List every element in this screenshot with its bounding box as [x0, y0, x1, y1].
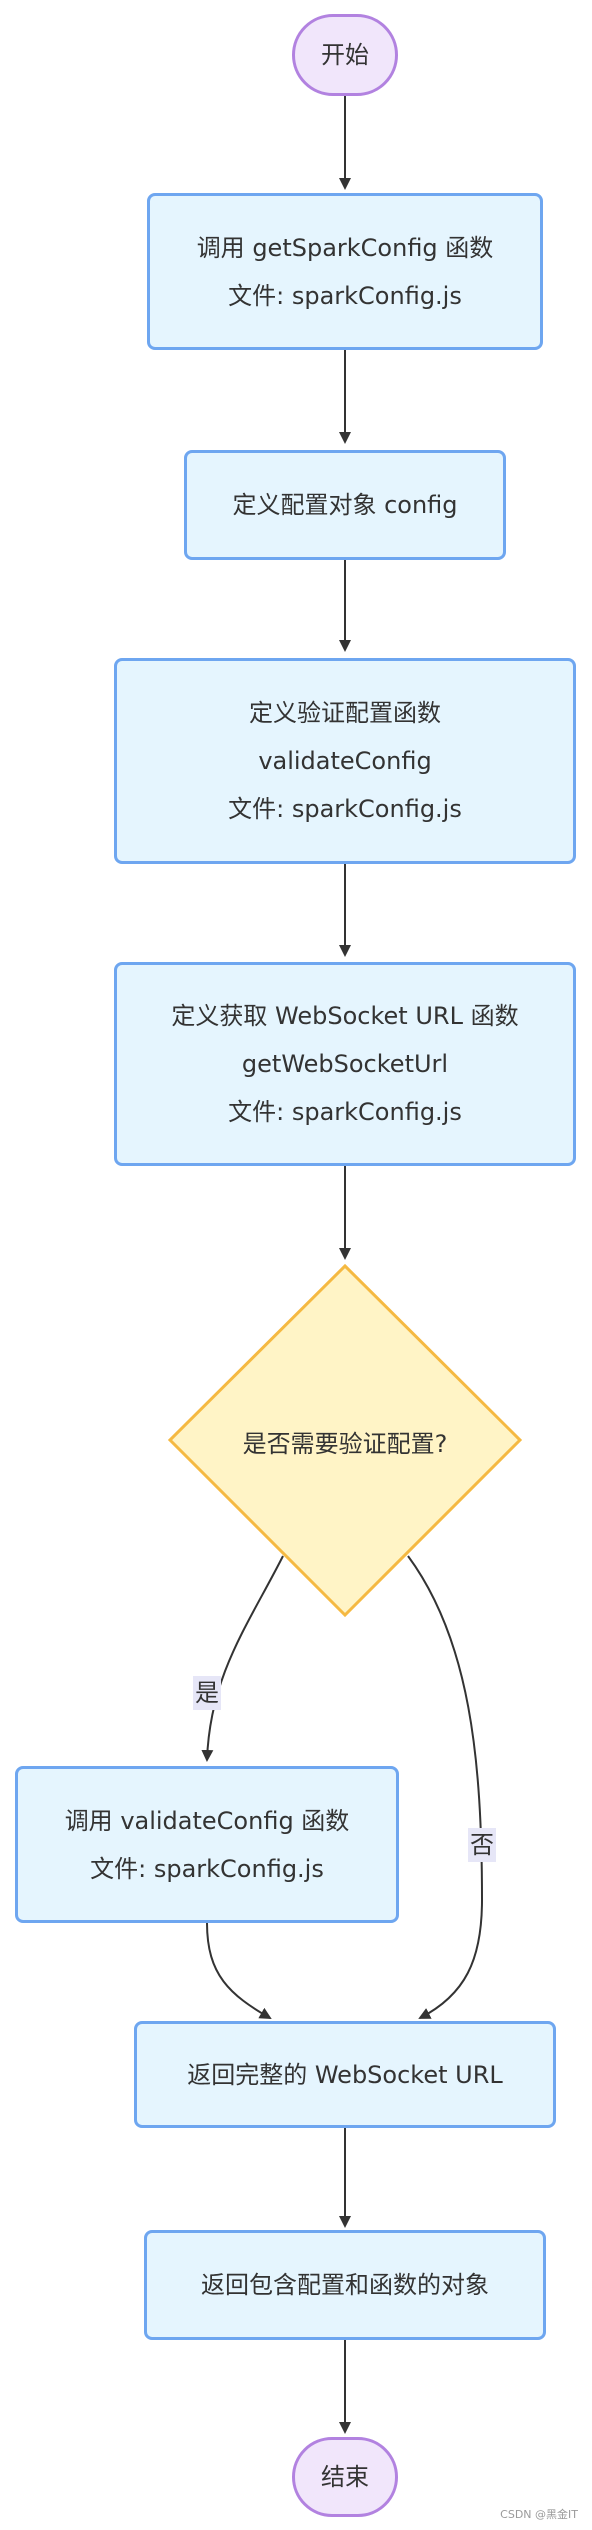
return-object-label: 返回包含配置和函数的对象 [201, 2271, 489, 2299]
start-label: 开始 [321, 41, 369, 69]
return-url-label: 返回完整的 WebSocket URL [187, 2060, 503, 2089]
end-node: 结束 [292, 2437, 398, 2517]
define-validate-line-1: 定义验证配置函数 [249, 699, 441, 727]
define-geturl-line-2: getWebSocketUrl [241, 1050, 449, 1078]
define-config-node: 定义配置对象 config [184, 450, 506, 560]
call-validate-line-2: 文件: sparkConfig.js [90, 1854, 324, 1883]
decision-label: 是否需要验证配置? [242, 1430, 448, 1458]
edge-decision-yes [201, 1555, 284, 1762]
end-label: 结束 [321, 2463, 369, 2491]
edge-decision-no [407, 1555, 484, 2019]
return-url-node: 返回完整的 WebSocket URL [134, 2021, 556, 2128]
define-geturl-line-1: 定义获取 WebSocket URL 函数 [171, 1002, 519, 1030]
call-validate-line-1: 调用 validateConfig 函数 [64, 1806, 350, 1835]
call-get-line-2: 文件: sparkConfig.js [228, 281, 462, 310]
edge-call-validate-to-return-url [206, 1922, 272, 2019]
decision-diamond [167, 1263, 523, 1618]
call-validate-config-node: 调用 validateConfig 函数 文件: sparkConfig.js [15, 1766, 399, 1923]
define-config-label: 定义配置对象 config [232, 491, 458, 519]
no-edge-label: 否 [468, 1828, 496, 1862]
define-validate-line-2: validateConfig [258, 747, 432, 775]
call-get-line-1: 调用 getSparkConfig 函数 [196, 233, 494, 262]
yes-edge-label: 是 [193, 1676, 221, 1710]
define-get-websocket-url-node: 定义获取 WebSocket URL 函数 getWebSocketUrl 文件… [114, 962, 576, 1166]
define-geturl-line-3: 文件: sparkConfig.js [228, 1098, 462, 1126]
return-object-node: 返回包含配置和函数的对象 [144, 2230, 546, 2340]
define-validate-node: 定义验证配置函数 validateConfig 文件: sparkConfig.… [114, 658, 576, 864]
start-node: 开始 [292, 14, 398, 96]
define-validate-line-3: 文件: sparkConfig.js [228, 795, 462, 823]
call-get-spark-config-node: 调用 getSparkConfig 函数 文件: sparkConfig.js [147, 193, 543, 350]
watermark: CSDN @黑金IT [500, 2508, 578, 2521]
